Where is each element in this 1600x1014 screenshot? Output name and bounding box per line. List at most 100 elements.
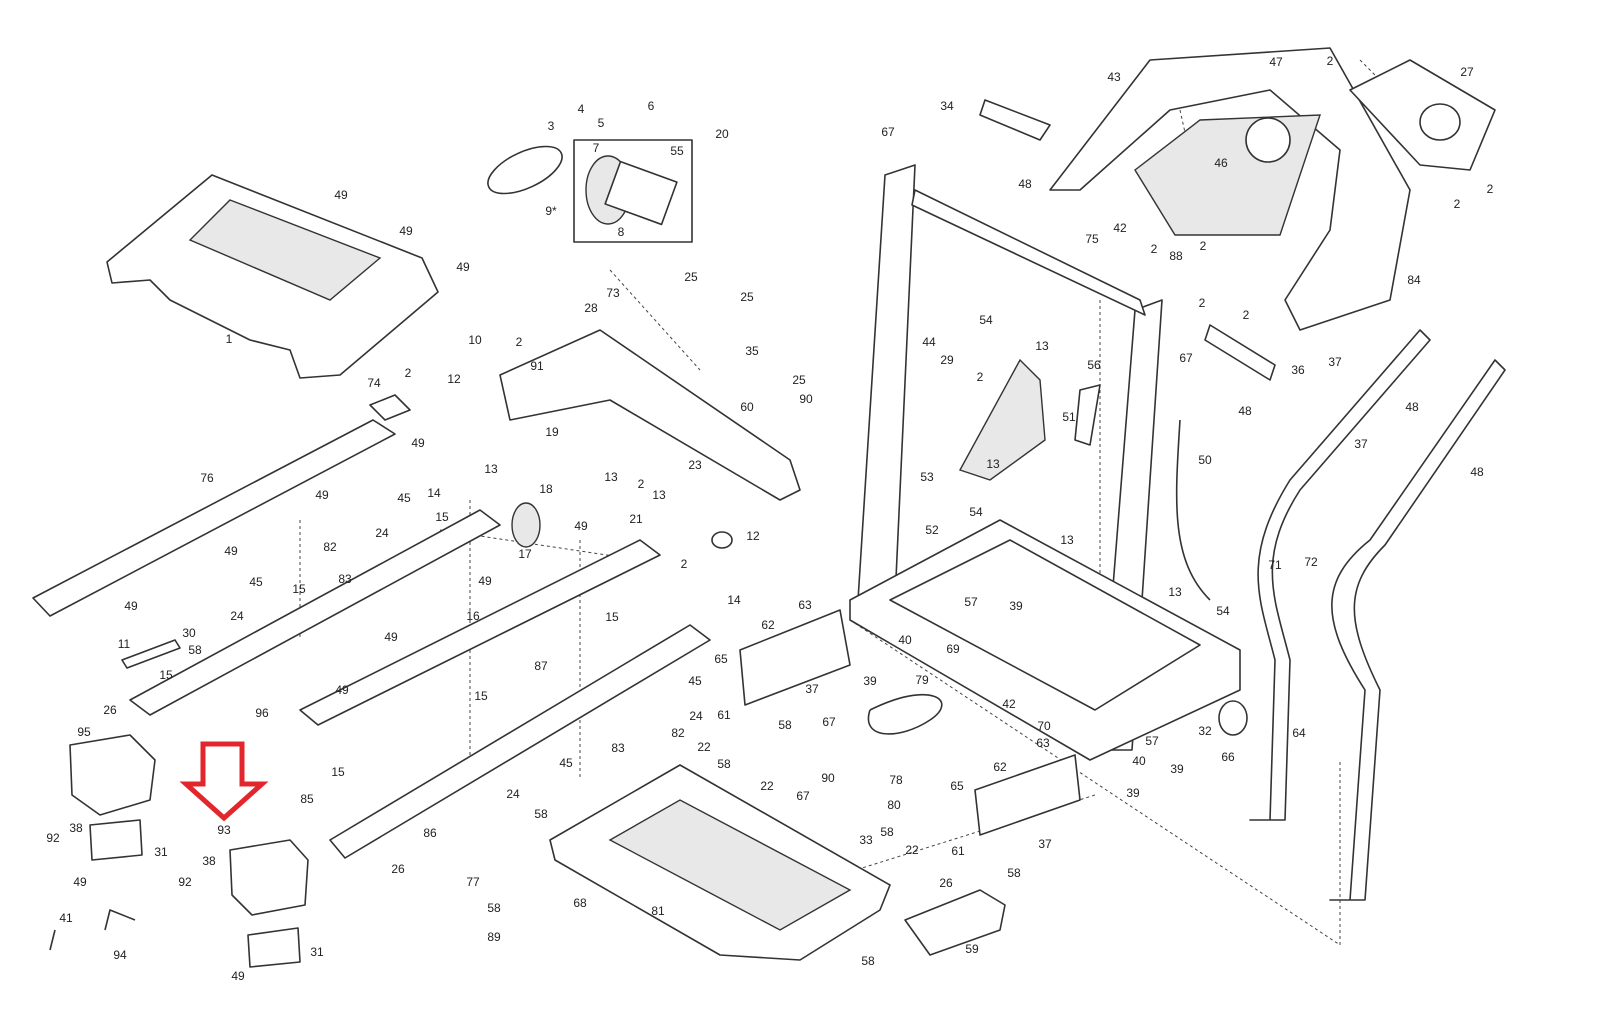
- part-number-label: 21: [629, 512, 643, 526]
- part-number-label: 73: [606, 286, 620, 300]
- part-number-label: 15: [292, 582, 306, 596]
- part-number-label: 45: [249, 575, 263, 589]
- part-number-label: 63: [1036, 736, 1050, 750]
- part-number-label: 84: [1407, 273, 1421, 287]
- part-number-label: 34: [940, 99, 954, 113]
- roller-and-parts: [121, 502, 1248, 736]
- part-number-label: 58: [880, 825, 894, 839]
- part-number-label: 37: [1038, 837, 1052, 851]
- part-number-label: 14: [427, 486, 441, 500]
- part-number-label: 39: [1009, 599, 1023, 613]
- part-number-label: 26: [939, 876, 953, 890]
- part-number-label: 85: [300, 792, 314, 806]
- part-number-label: 10: [468, 333, 482, 347]
- handrails: [1175, 329, 1506, 901]
- part-number-label: 5: [598, 116, 605, 130]
- part-number-label: 29: [940, 353, 954, 367]
- part-number-label: 12: [447, 372, 461, 386]
- part-number-label: 28: [584, 301, 598, 315]
- part-number-label: 56: [1087, 358, 1101, 372]
- part-number-label: 82: [323, 540, 337, 554]
- part-number-label: 74: [367, 376, 381, 390]
- drive-belt: [487, 145, 563, 195]
- part-number-label: 82: [671, 726, 685, 740]
- part-number-label: 37: [1328, 355, 1342, 369]
- part-number-label: 71: [1268, 558, 1282, 572]
- part-number-label: 79: [915, 673, 929, 687]
- part-number-label: 25: [684, 270, 698, 284]
- incline-motor: [958, 358, 1101, 481]
- part-number-label: 40: [898, 633, 912, 647]
- part-number-label: 30: [182, 626, 196, 640]
- part-number-label: 53: [920, 470, 934, 484]
- part-number-label: 58: [861, 954, 875, 968]
- part-number-label: 58: [1007, 866, 1021, 880]
- part-number-label: 88: [1169, 249, 1183, 263]
- part-number-label: 26: [391, 862, 405, 876]
- part-number-label: 59: [965, 942, 979, 956]
- part-number-label: 83: [611, 741, 625, 755]
- part-number-label: 72: [1304, 555, 1318, 569]
- part-number-label: 40: [1132, 754, 1146, 768]
- part-number-label: 60: [740, 400, 754, 414]
- part-number-label: 7: [593, 141, 600, 155]
- part-number-label: 14: [727, 593, 741, 607]
- part-number-label: 49: [574, 519, 588, 533]
- part-number-label: 24: [689, 709, 703, 723]
- part-number-label: 31: [154, 845, 168, 859]
- part-number-label: 22: [760, 779, 774, 793]
- part-number-label: 11: [118, 637, 131, 651]
- part-number-label: 58: [188, 643, 202, 657]
- part-number-label: 70: [1037, 719, 1051, 733]
- part-number-label: 94: [113, 948, 127, 962]
- part-number-label: 37: [805, 682, 819, 696]
- part-number-label: 58: [534, 807, 548, 821]
- part-number-label: 23: [688, 458, 702, 472]
- part-number-label: 24: [506, 787, 520, 801]
- part-number-label: 49: [315, 488, 329, 502]
- part-number-label: 39: [863, 674, 877, 688]
- part-number-label: 45: [397, 491, 411, 505]
- part-number-label: 15: [474, 689, 488, 703]
- part-number-label: 54: [969, 505, 983, 519]
- part-number-label: 32: [1198, 724, 1212, 738]
- part-number-label: 91: [530, 359, 544, 373]
- part-number-label: 2: [405, 366, 412, 380]
- part-number-label: 17: [518, 547, 532, 561]
- feet-and-endcaps: [49, 734, 309, 968]
- part-number-label: 2: [1151, 242, 1158, 256]
- part-number-label: 49: [384, 630, 398, 644]
- part-number-label: 80: [887, 798, 901, 812]
- motor-hood: [106, 174, 439, 379]
- part-number-label: 49: [399, 224, 413, 238]
- part-number-label: 2: [1487, 182, 1494, 196]
- part-number-label: 58: [778, 718, 792, 732]
- part-number-label: 2: [1199, 296, 1206, 310]
- part-number-label: 2: [516, 335, 523, 349]
- part-number-label: 62: [993, 760, 1007, 774]
- part-number-label: 12: [746, 529, 760, 543]
- part-number-label: 15: [435, 510, 449, 524]
- part-number-label: 9*: [545, 204, 557, 218]
- part-number-label: 43: [1107, 70, 1121, 84]
- part-number-label: 67: [796, 789, 810, 803]
- part-number-label: 49: [411, 436, 425, 450]
- part-number-label: 47: [1269, 55, 1283, 69]
- part-number-label: 25: [792, 373, 806, 387]
- part-number-label: 26: [103, 703, 117, 717]
- part-number-label: 49: [456, 260, 470, 274]
- part-number-label: 25: [740, 290, 754, 304]
- part-number-label: 4: [578, 102, 585, 116]
- part-number-label: 77: [466, 875, 480, 889]
- part-number-label: 18: [539, 482, 553, 496]
- part-number-label: 63: [798, 598, 812, 612]
- part-number-label: 15: [159, 668, 173, 682]
- part-number-label: 81: [651, 904, 665, 918]
- part-number-label: 44: [922, 335, 936, 349]
- part-number-label: 52: [925, 523, 939, 537]
- motor-box: [573, 139, 693, 243]
- part-number-label: 48: [1405, 400, 1419, 414]
- part-number-label: 2: [1243, 308, 1250, 322]
- part-number-label: 16: [466, 609, 480, 623]
